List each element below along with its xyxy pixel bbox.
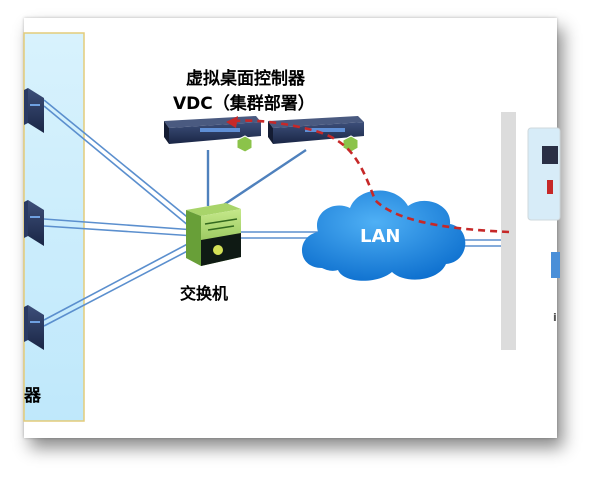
client-device-icon	[542, 146, 560, 278]
server-switch-links	[43, 99, 200, 327]
server-icon	[24, 200, 44, 246]
vdc-server-icon	[268, 116, 364, 153]
switch-label: 交换机	[180, 284, 229, 303]
right-edge-label: i	[553, 311, 557, 324]
client-label-mark	[547, 180, 553, 194]
access-path-dashed	[227, 119, 510, 234]
server-icon	[24, 305, 44, 350]
switch-icon	[186, 203, 241, 266]
server-group-label: 器	[24, 386, 41, 406]
switch-vdc-links	[206, 149, 307, 207]
vdc-title: 虚拟桌面控制器	[186, 69, 305, 89]
arrowhead-icon	[226, 116, 238, 128]
lan-label: LAN	[360, 226, 401, 247]
right-client-panel	[527, 127, 561, 221]
server-icon	[24, 88, 44, 133]
vdc-subtitle: VDC（集群部署）	[173, 94, 315, 114]
lan-cloud-icon	[301, 190, 466, 281]
